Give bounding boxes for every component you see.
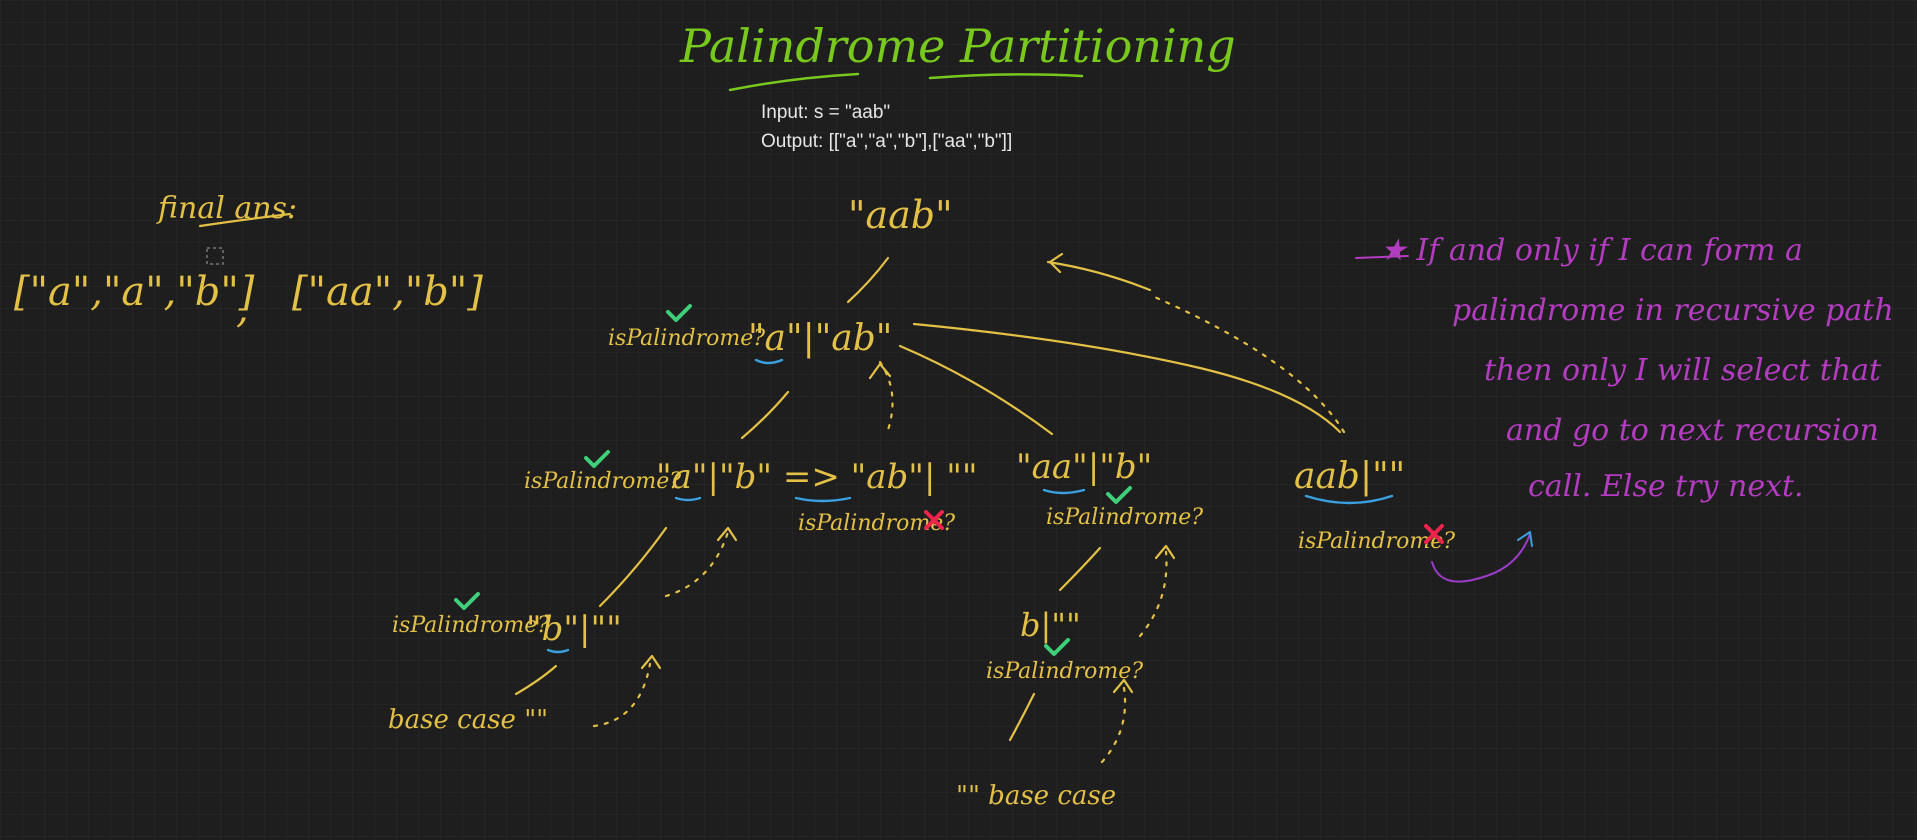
- is-palindrome-label-level3-mid: isPalindrome?: [986, 659, 1143, 684]
- tree-level2-mid-node: "aa"|"b": [1016, 447, 1152, 487]
- return-path-level2-mid: [1138, 550, 1168, 638]
- return-path-level2-left: [664, 530, 730, 598]
- is-palindrome-label-level2-mid: isPalindrome?: [1046, 505, 1203, 530]
- return-arrow-shaft: [1046, 260, 1152, 292]
- note-arrow-line: [1355, 255, 1409, 259]
- cross-icon-level2-right: [1424, 524, 1444, 544]
- base-case-left: base case "": [388, 705, 548, 735]
- edge-level2-mid-level3: [1058, 546, 1102, 592]
- return-arrowhead-base-mid-icon: [1112, 678, 1134, 694]
- underline-level2-left-ab: [794, 496, 852, 503]
- edge-root-level1: [846, 256, 890, 304]
- return-path-right: [1148, 293, 1346, 434]
- edge-level1-mid: [898, 344, 1054, 436]
- tree-level2-right-node: aab|"": [1294, 456, 1405, 497]
- tree-level1-node: "a"|"ab": [748, 318, 892, 359]
- title-underline-1: [728, 72, 860, 92]
- note-line-4: and go to next recursion: [1506, 413, 1879, 448]
- underline-level1: [754, 358, 784, 365]
- tree-level3-left-node: "b"|"": [526, 609, 622, 649]
- underline-level3-left: [546, 648, 570, 654]
- return-path-base-left: [592, 662, 652, 728]
- underline-level2-mid: [1042, 488, 1086, 495]
- return-arrowhead-icon: [1048, 252, 1064, 274]
- edge-level3-left-base: [514, 664, 558, 696]
- problem-output: Output: [["a","a","b"],["aa","b"]]: [761, 131, 1012, 152]
- tree-level2-left-node: "a"|"b" => "ab"| "": [656, 457, 978, 497]
- check-icon-level1: [666, 304, 692, 322]
- return-arrowhead-level2-mid-icon: [1154, 544, 1176, 560]
- note-line-5: call. Else try next.: [1528, 469, 1804, 504]
- return-arrowhead-level2-left-icon: [716, 526, 738, 542]
- final-ans-partition-2: ["aa","b"]: [292, 269, 483, 315]
- underline-level2-right: [1304, 494, 1394, 505]
- return-path-base-mid: [1100, 686, 1127, 764]
- note-line-2: palindrome in recursive path: [1452, 293, 1894, 328]
- tree-level3-mid-node: b|"": [1020, 606, 1081, 644]
- return-arrowhead-level1-icon: [868, 362, 892, 380]
- edge-level1-left: [740, 390, 790, 440]
- check-icon-level2-left: [584, 450, 610, 468]
- note-pointer-arrow: [1431, 533, 1531, 583]
- final-ans-partition-1: ["a","a","b"]: [14, 269, 255, 315]
- title-underline-2: [928, 73, 1084, 80]
- edge-level1-right: [912, 322, 1342, 434]
- note-line-3: then only I will select that: [1484, 353, 1882, 388]
- note-pointer-arrowhead-icon: [1517, 531, 1533, 547]
- cross-icon-level2-left: [924, 510, 944, 530]
- return-arrowhead-base-left-icon: [640, 654, 662, 670]
- is-palindrome-label-level2-left: isPalindrome?: [524, 469, 681, 494]
- check-icon-level3-left: [454, 592, 480, 610]
- final-ans-comma: ,: [236, 286, 249, 332]
- check-icon-level2-mid: [1106, 486, 1132, 504]
- note-line-1: ★ If and only if I can form a: [1380, 233, 1803, 268]
- check-icon-level3-mid: [1044, 638, 1070, 656]
- final-ans-label: final ans:: [156, 191, 297, 226]
- final-ans-underline: [198, 212, 292, 228]
- edge-level3-mid-base: [1008, 692, 1036, 742]
- page-title: Palindrome Partitioning: [679, 19, 1236, 73]
- is-palindrome-label-level1: isPalindrome?: [608, 326, 765, 351]
- underline-level2-left-a: [674, 496, 702, 502]
- return-path-level1: [878, 360, 894, 432]
- is-palindrome-label-level3-left: isPalindrome?: [392, 613, 549, 638]
- selection-box-icon: [206, 247, 224, 265]
- tree-root: "aab": [848, 193, 953, 237]
- base-case-mid: "" base case: [956, 781, 1116, 811]
- edge-level2-left-level3: [598, 526, 668, 608]
- problem-input: Input: s = "aab": [761, 102, 890, 123]
